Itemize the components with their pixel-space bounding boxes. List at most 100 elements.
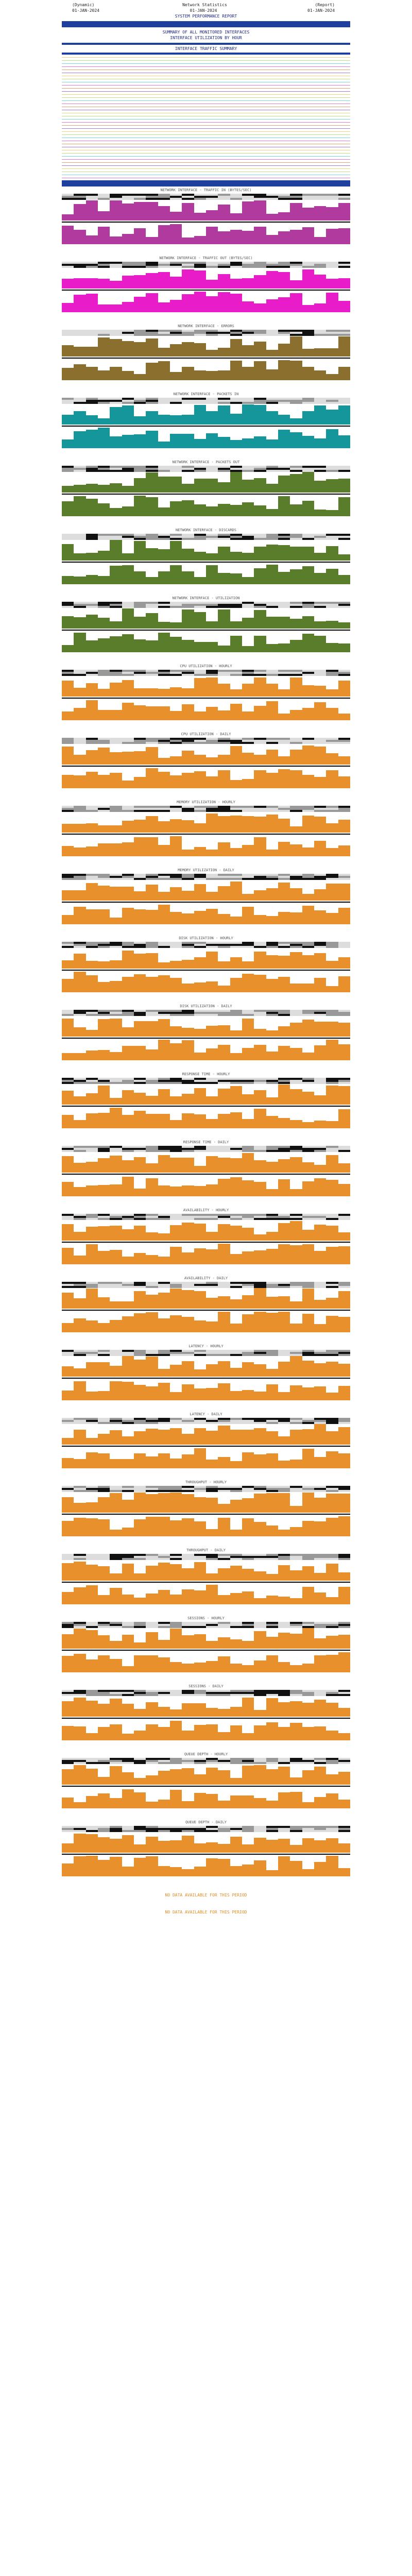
bar	[266, 1636, 278, 1649]
bar	[338, 1843, 350, 1853]
bar	[158, 1185, 170, 1196]
bar	[218, 1637, 230, 1649]
bar	[278, 496, 290, 516]
bar	[338, 1232, 350, 1241]
bar	[74, 229, 86, 244]
bar	[194, 1867, 206, 1876]
bar	[146, 640, 158, 652]
bar	[97, 1019, 110, 1037]
bar	[338, 1023, 350, 1037]
section-title: QUEUE DEPTH - DAILY	[185, 1820, 227, 1824]
bar	[194, 551, 206, 561]
bar	[278, 1362, 290, 1377]
section-stripe	[62, 1080, 350, 1082]
bar	[194, 1662, 206, 1672]
bar	[218, 985, 230, 992]
bar	[194, 911, 206, 924]
bar	[97, 485, 110, 493]
bar	[338, 1516, 350, 1536]
bar	[326, 429, 338, 448]
bar	[122, 1115, 134, 1128]
bar	[230, 1565, 242, 1581]
section-separator	[62, 494, 350, 495]
bar	[146, 1517, 158, 1536]
interface-line	[62, 135, 350, 138]
bar	[133, 1093, 146, 1105]
bar	[110, 621, 122, 629]
bar	[338, 1163, 350, 1173]
bar	[218, 231, 230, 244]
bar	[158, 1866, 170, 1876]
bar	[230, 1592, 242, 1604]
bar	[230, 1225, 242, 1241]
bar	[230, 1500, 242, 1513]
section-separator	[62, 766, 350, 767]
section-stripe	[62, 1284, 350, 1286]
bar	[169, 1365, 182, 1377]
bar	[205, 1573, 218, 1581]
bar	[218, 1708, 230, 1717]
bar	[290, 1385, 302, 1400]
bar	[314, 1572, 327, 1581]
interface-line	[62, 86, 350, 89]
bar	[122, 976, 134, 992]
bar	[169, 371, 182, 380]
bar	[110, 304, 122, 312]
bar	[314, 747, 327, 765]
bar	[230, 1367, 242, 1377]
section-stripe	[62, 1830, 350, 1832]
bar	[205, 411, 218, 425]
bar	[194, 1320, 206, 1332]
bar	[205, 1364, 218, 1377]
bar	[62, 979, 74, 992]
bar	[62, 1248, 74, 1264]
bar	[62, 575, 74, 584]
bar	[97, 1185, 110, 1196]
bar	[182, 571, 194, 584]
bar	[169, 1709, 182, 1717]
bar	[169, 887, 182, 901]
bar	[74, 553, 86, 561]
bar	[122, 486, 134, 493]
bar	[230, 278, 242, 289]
bar	[290, 1356, 302, 1377]
bar	[218, 842, 230, 856]
bar	[97, 304, 110, 312]
bar	[326, 568, 338, 584]
bar	[242, 404, 254, 425]
bar	[110, 825, 122, 833]
section-bars	[62, 768, 350, 788]
section-stripe	[62, 1692, 350, 1694]
section-bars	[62, 948, 350, 969]
bar	[97, 843, 110, 856]
bar	[218, 1504, 230, 1513]
note-2: NO DATA AVAILABLE FOR THIS PERIOD	[165, 1910, 247, 1914]
section-stripe	[62, 1556, 350, 1558]
bar	[122, 1046, 134, 1060]
interface-line	[62, 175, 350, 178]
bar	[314, 635, 327, 652]
bar	[218, 274, 230, 289]
subtitle-2: SUMMARY OF ALL MONITORED INTERFACES	[162, 30, 250, 35]
bar	[97, 1434, 110, 1445]
bar	[278, 1244, 290, 1264]
bar	[85, 1093, 98, 1105]
bar	[85, 552, 98, 561]
bar	[242, 617, 254, 629]
section-stripe	[62, 1214, 350, 1216]
report-section: DISK UTILIZATION - HOURLY	[62, 935, 350, 1003]
bar	[254, 1837, 266, 1853]
bar	[254, 1598, 266, 1604]
bar	[302, 367, 314, 380]
bar	[314, 481, 327, 493]
bar	[146, 1114, 158, 1128]
bar	[146, 1494, 158, 1513]
bar	[266, 1051, 278, 1060]
bar	[74, 1187, 86, 1196]
bar	[62, 1323, 74, 1332]
section-bars	[62, 360, 350, 380]
bar	[146, 688, 158, 697]
bar	[122, 434, 134, 448]
bar	[122, 907, 134, 924]
section-bars	[62, 676, 350, 697]
